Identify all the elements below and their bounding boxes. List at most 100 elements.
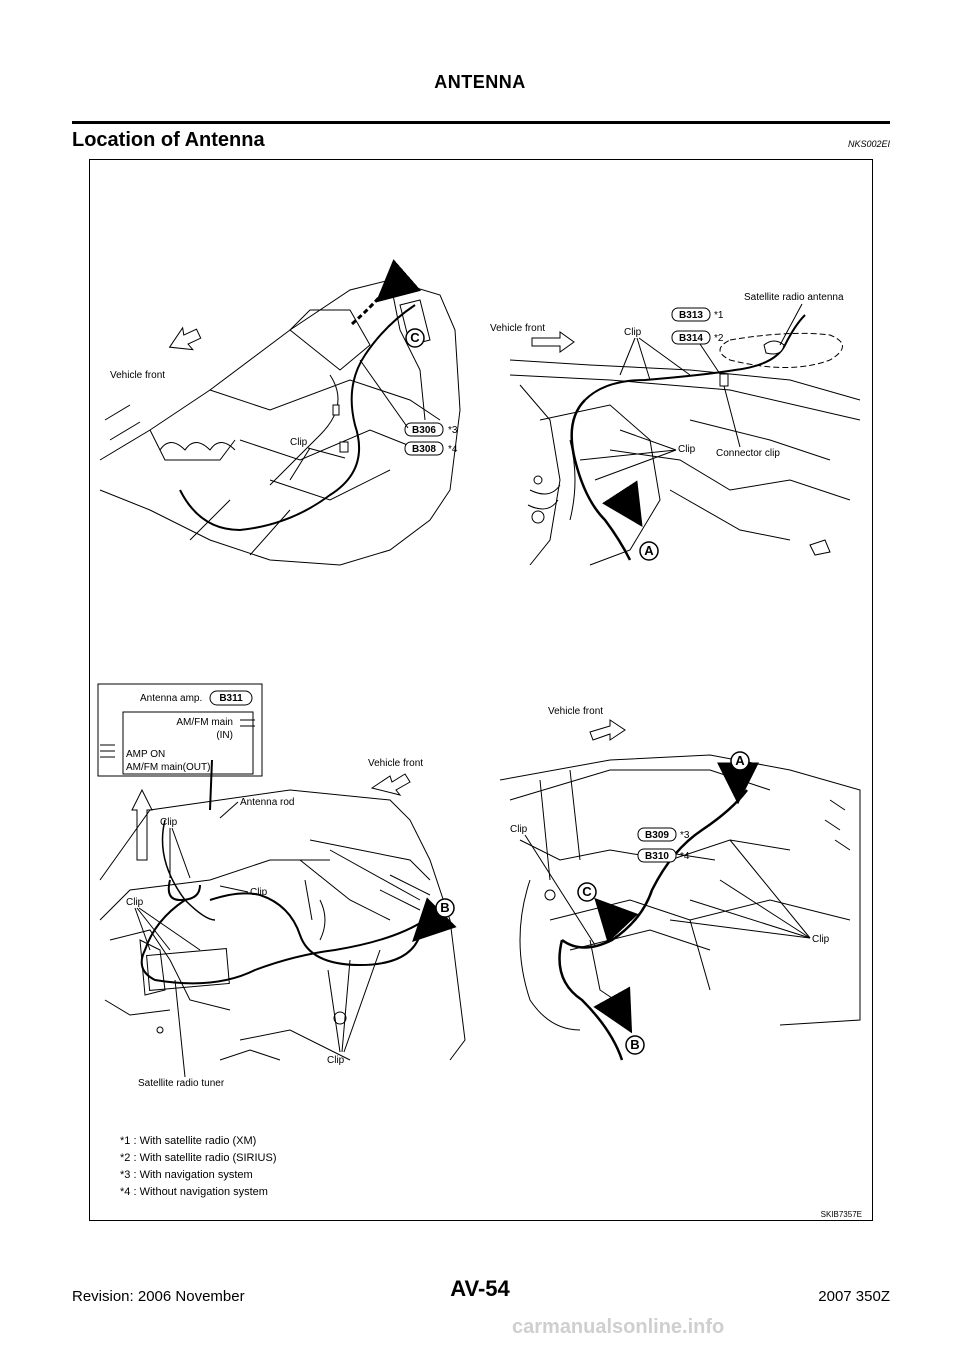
label-clip: Clip xyxy=(290,437,308,448)
note-3: *3 : With navigation system xyxy=(120,1169,253,1181)
connector-b314: B314 xyxy=(679,333,703,344)
leader-line xyxy=(289,447,311,481)
label-vehicle-front: Vehicle front xyxy=(548,706,603,717)
clip-icon xyxy=(332,404,340,416)
leader-line xyxy=(636,337,651,381)
leader-line xyxy=(134,907,151,951)
marker-circle-b xyxy=(625,1035,645,1055)
connector-b310: B310 xyxy=(645,851,669,862)
leader-line xyxy=(343,949,381,1053)
marker-circle-a xyxy=(730,751,750,771)
pin-in: (IN) xyxy=(216,730,233,741)
marker-c: C xyxy=(582,884,592,899)
note-ref: *3 xyxy=(680,830,690,841)
leader-line xyxy=(524,834,596,946)
leader-line xyxy=(689,899,811,939)
footer-revision: Revision: 2006 November xyxy=(72,1288,245,1305)
label-clip: Clip xyxy=(678,444,696,455)
section-code: NKS002EI xyxy=(847,139,890,149)
connector-badge xyxy=(209,690,253,706)
footer-page-number: AV-54 xyxy=(450,1276,510,1301)
cable-bottom-right-down xyxy=(558,939,624,1061)
label-vehicle-front: Vehicle front xyxy=(368,758,423,769)
arrow-b-bottom-right xyxy=(593,986,633,1034)
label-vehicle-front: Vehicle front xyxy=(490,323,545,334)
cable-top-right-down xyxy=(570,399,632,561)
note-1: *1 : With satellite radio (XM) xyxy=(120,1135,256,1147)
vehicle-front-arrow-bl xyxy=(370,773,411,796)
leader-line xyxy=(638,337,691,376)
leader-line xyxy=(779,303,803,346)
leader-line xyxy=(723,385,741,448)
pin-amp-on: AMP ON xyxy=(126,749,165,760)
page-header-title: ANTENNA xyxy=(434,72,526,92)
connector-b313: B313 xyxy=(679,310,703,321)
connector-b309: B309 xyxy=(645,830,669,841)
cable-bottom-left xyxy=(140,879,426,985)
leader-line xyxy=(174,979,186,1078)
leader-line xyxy=(619,337,636,376)
note-ref: *4 xyxy=(448,444,458,455)
cable-top-left xyxy=(179,304,416,532)
label-connector-clip: Connector clip xyxy=(716,448,780,459)
cable-bottom-right xyxy=(561,789,748,949)
note-2: *2 : With satellite radio (SIRIUS) xyxy=(120,1152,277,1164)
note-4: *4 : Without navigation system xyxy=(120,1186,268,1198)
label-clip: Clip xyxy=(250,887,268,898)
panel-bottom-right xyxy=(499,754,861,1031)
marker-a: A xyxy=(644,543,654,558)
note-ref: *2 xyxy=(714,333,724,344)
leader-line xyxy=(171,827,191,879)
connector-badge xyxy=(671,307,711,322)
arrow-c-bottom-right xyxy=(594,897,639,943)
antenna-location-figure: Vehicle front Clip C B306 *3 B308 *4 Veh… xyxy=(89,159,873,1221)
marker-circle-b xyxy=(435,898,455,918)
connector-clip-icon xyxy=(719,373,729,387)
marker-circle-c xyxy=(405,328,425,348)
leader-line xyxy=(327,969,341,1053)
antenna-base xyxy=(763,340,785,355)
leader-line xyxy=(219,801,239,819)
leader-line xyxy=(341,959,351,1053)
label-amp-title: Antenna amp. xyxy=(140,693,202,704)
watermark: carmanualsonline.info xyxy=(512,1316,725,1338)
vehicle-front-arrow-tr xyxy=(531,331,575,353)
leader-line xyxy=(669,919,811,939)
connector-badge xyxy=(404,441,444,456)
cable-top-right xyxy=(584,314,806,401)
leader-line xyxy=(219,885,249,893)
figure-id: SKIB7357E xyxy=(821,1210,862,1219)
note-ref: *3 xyxy=(448,425,458,436)
callout-arrow xyxy=(131,788,153,861)
note-ref: *4 xyxy=(680,851,690,862)
marker-circle-c xyxy=(577,882,597,902)
cable-bottom-left-2 xyxy=(209,892,421,967)
label-clip: Clip xyxy=(510,824,528,835)
clip-icon xyxy=(339,441,349,453)
panel-top-right xyxy=(509,332,861,566)
leader-line xyxy=(579,449,677,461)
label-antenna-rod: Antenna rod xyxy=(240,797,295,808)
leader-line xyxy=(675,853,716,861)
marker-c: C xyxy=(410,330,420,345)
leader-line xyxy=(619,429,677,451)
vehicle-front-arrow-br xyxy=(589,719,626,741)
marker-b: B xyxy=(630,1037,639,1052)
arrow-a-top-right xyxy=(602,480,643,528)
marker-a: A xyxy=(735,753,745,768)
marker-b: B xyxy=(440,900,449,915)
header-rule xyxy=(72,121,890,124)
connector-badge xyxy=(637,827,677,842)
marker-circle-a xyxy=(639,541,659,561)
amp-pin-box xyxy=(122,711,254,775)
figure-drawing: Vehicle front Clip C B306 *3 B308 *4 Veh… xyxy=(97,259,862,1219)
leader-line xyxy=(699,343,721,375)
arrow-b-bottom-left xyxy=(412,897,457,942)
section-title: Location of Antenna xyxy=(72,129,265,151)
connector-b311: B311 xyxy=(219,693,243,704)
connector-b308: B308 xyxy=(412,444,436,455)
leader-line xyxy=(307,447,346,459)
cable-dashed-top-left xyxy=(350,293,384,326)
leader-line xyxy=(359,359,409,429)
leader-line xyxy=(719,879,811,939)
